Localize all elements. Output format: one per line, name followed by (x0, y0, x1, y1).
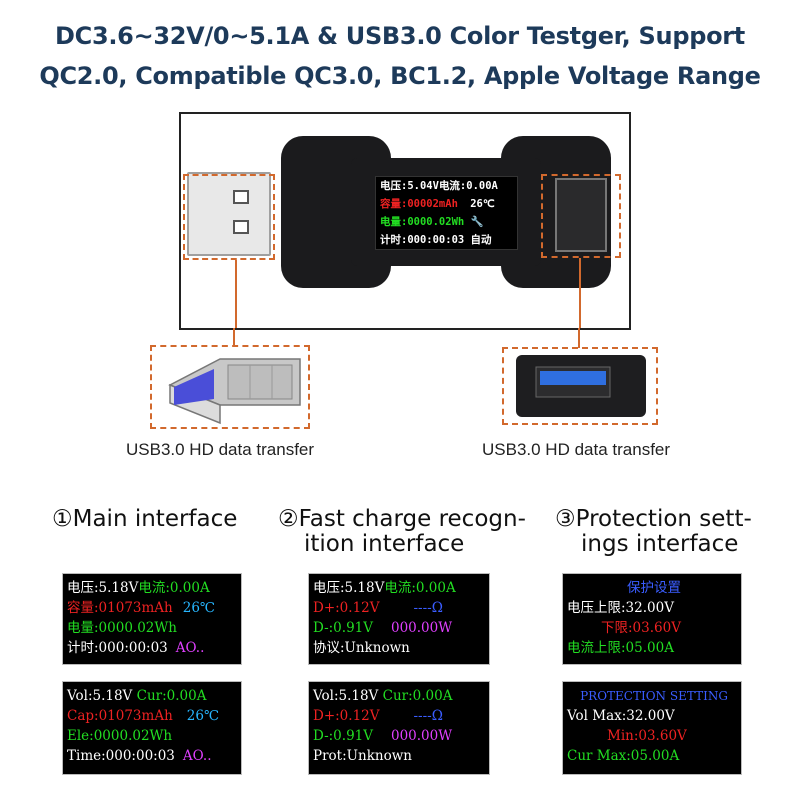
lcd-dplus: D+:0.12V (313, 708, 380, 724)
lcd-fast-cn: 电压:5.18V电流:0.00A D+:0.12V ----Ω D-:0.91V 0… (308, 573, 490, 665)
lcd-voltage: 电压:5.18V (67, 580, 139, 596)
device-timer: 计时:000:00:03 (380, 234, 465, 246)
lcd-dminus: D-:0.91V (313, 728, 373, 744)
lcd-voltage: 电压:5.18V (313, 580, 385, 596)
usb-a-port (555, 178, 607, 252)
plug-closeup-frame (150, 345, 310, 429)
lcd-protocol: Prot:Unknown (313, 748, 412, 764)
usb-port-closeup (502, 347, 658, 425)
lcd-prot-cn: 保护设置 电压上限:32.00V 下限:03.60V 电流上限:05.00A (562, 573, 742, 665)
lcd-timer: Time:000:00:03 (67, 748, 175, 764)
lcd-current: 电流:0.00A (138, 580, 210, 596)
lcd-vmin: Min:03.60V (607, 728, 687, 744)
lcd-energy: Ele:0000.02Wh (67, 728, 173, 744)
device-temp: 26℃ (470, 198, 495, 210)
lcd-resistance: ----Ω (413, 600, 443, 616)
lcd-resistance: ----Ω (413, 708, 443, 724)
section-fast-title: ②Fast charge recogn- ition interface (278, 507, 526, 557)
lcd-current: Cur:0.00A (382, 688, 453, 704)
lead-line-right-ext (578, 328, 580, 348)
lcd-protocol: 协议:Unknown (313, 640, 410, 656)
lcd-current: 电流:0.00A (384, 580, 456, 596)
usb-plug-icon (168, 358, 301, 425)
lcd-energy: 电量:0000.02Wh (67, 620, 177, 636)
lcd-dminus: D-:0.91V (313, 620, 373, 636)
right-port-highlight (541, 174, 621, 258)
lcd-current: Cur:0.00A (136, 688, 207, 704)
lcd-fast-en: Vol:5.18V Cur:0.00A D+:0.12V ----Ω D-:0.9… (308, 681, 490, 775)
section-prot-line1: ③Protection sett- (555, 506, 752, 532)
headline-line-1: DC3.6~32V/0~5.1A & USB3.0 Color Testger,… (55, 22, 745, 50)
device-mode: 自动 (470, 234, 492, 246)
usb-a-plug (187, 172, 271, 256)
lcd-imax: 电流上限:05.00A (567, 640, 674, 656)
lcd-vmin: 下限:03.60V (601, 620, 681, 636)
lcd-capacity: 容量:01073mAh (67, 600, 173, 616)
headline-line-2: QC2.0, Compatible QC3.0, BC1.2, Apple Vo… (39, 62, 761, 90)
lead-line-right (579, 258, 581, 328)
section-main-line1: ①Main interface (52, 506, 238, 532)
lcd-temp: 26℃ (186, 708, 220, 724)
lcd-voltage: Vol:5.18V (67, 688, 133, 704)
lcd-mode: AO.. (182, 748, 212, 764)
device-screen: 电压:5.04V电流:0.00A 容量:00002mAh 26℃ 电量:0000… (375, 176, 518, 250)
device-current: 电流:0.00A (438, 180, 498, 192)
section-fast-line2: ition interface (304, 531, 465, 557)
section-fast-line1: ②Fast charge recogn- (278, 506, 526, 532)
lcd-prot-title: PROTECTION SETTING (580, 689, 728, 703)
device-energy: 电量:0000.02Wh (380, 216, 465, 228)
usb-port-icon (516, 355, 646, 417)
section-prot-title: ③Protection sett- ings interface (555, 507, 752, 557)
lcd-prot-en: PROTECTION SETTING Vol Max:32.00V Min:03… (562, 681, 742, 775)
lcd-power: 000.00W (391, 728, 453, 744)
lcd-imax: Cur Max:05.00A (567, 748, 680, 764)
lcd-voltage: Vol:5.18V (313, 688, 379, 704)
lead-line-left-ext (233, 328, 235, 346)
lcd-timer: 计时:000:00:03 (67, 640, 168, 656)
device-capacity: 容量:00002mAh (380, 198, 458, 210)
caption-right: USB3.0 HD data transfer (482, 440, 671, 459)
lcd-capacity: Cap:01073mAh (67, 708, 173, 724)
product-photo: 电压:5.04V电流:0.00A 容量:00002mAh 26℃ 电量:0000… (179, 112, 631, 330)
lcd-vmax: 电压上限:32.00V (567, 600, 674, 616)
port-closeup-frame (502, 347, 658, 425)
left-plug-highlight (183, 174, 275, 260)
section-prot-line2: ings interface (581, 531, 739, 557)
section-main-title: ①Main interface (52, 507, 237, 532)
lcd-power: 000.00W (391, 620, 453, 636)
lcd-prot-title: 保护设置 (627, 580, 681, 596)
wrench-icon: 🔧 (470, 216, 484, 228)
lcd-mode: AO.. (175, 640, 205, 656)
lcd-temp: 26℃ (182, 600, 216, 616)
caption-left: USB3.0 HD data transfer (126, 440, 315, 459)
lead-line-left (235, 260, 237, 328)
lcd-main-en: Vol:5.18V Cur:0.00A Cap:01073mAh 26℃ Ele:… (62, 681, 242, 775)
lcd-vmax: Vol Max:32.00V (567, 708, 675, 724)
lcd-main-cn: 电压:5.18V电流:0.00A 容量:01073mAh 26℃ 电量:0000.… (62, 573, 242, 665)
lcd-dplus: D+:0.12V (313, 600, 380, 616)
device-voltage: 电压:5.04V (380, 180, 439, 192)
usb-plug-closeup (150, 345, 310, 429)
